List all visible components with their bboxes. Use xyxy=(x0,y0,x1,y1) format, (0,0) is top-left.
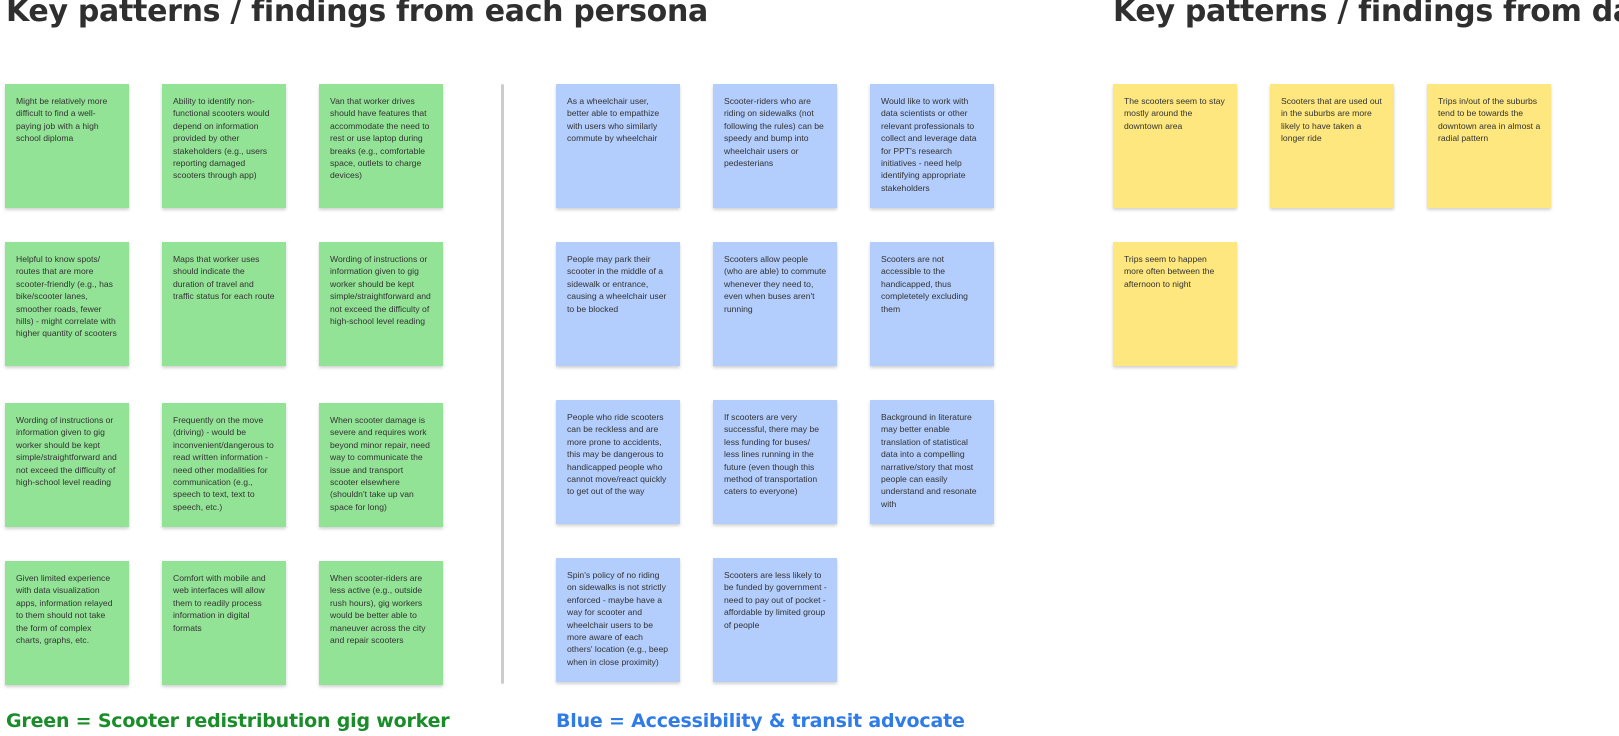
sticky-note-blue[interactable]: Scooters allow people (who are able) to … xyxy=(713,242,837,366)
sticky-note-yellow[interactable]: Scooters that are used out in the suburb… xyxy=(1270,84,1394,208)
legend-green: Green = Scooter redistribution gig worke… xyxy=(6,710,450,732)
sticky-note-blue[interactable]: Spin's policy of no riding on sidewalks … xyxy=(556,558,680,682)
sticky-note-yellow[interactable]: Trips in/out of the suburbs tend to be t… xyxy=(1427,84,1551,208)
data-findings-heading: Key patterns / findings from data xyxy=(1113,0,1619,29)
sticky-note-green[interactable]: When scooter-riders are less active (e.g… xyxy=(319,561,443,685)
sticky-note-blue[interactable]: Scooters are less likely to be funded by… xyxy=(713,558,837,682)
sticky-note-blue[interactable]: If scooters are very successful, there m… xyxy=(713,400,837,524)
sticky-note-green[interactable]: Frequently on the move (driving) - would… xyxy=(162,403,286,527)
sticky-note-green[interactable]: Wording of instructions or information g… xyxy=(5,403,129,527)
sticky-note-blue[interactable]: Background in literature may better enab… xyxy=(870,400,994,524)
legend-blue: Blue = Accessibility & transit advocate xyxy=(556,710,965,732)
sticky-note-yellow[interactable]: The scooters seem to stay mostly around … xyxy=(1113,84,1237,208)
sticky-note-blue[interactable]: People who ride scooters can be reckless… xyxy=(556,400,680,524)
sticky-note-blue[interactable]: People may park their scooter in the mid… xyxy=(556,242,680,366)
sticky-note-blue[interactable]: Would like to work with data scientists … xyxy=(870,84,994,208)
sticky-note-green[interactable]: Maps that worker uses should indicate th… xyxy=(162,242,286,366)
sticky-note-green[interactable]: Might be relatively more difficult to fi… xyxy=(5,84,129,208)
section-divider xyxy=(501,84,504,684)
sticky-note-green[interactable]: Comfort with mobile and web interfaces w… xyxy=(162,561,286,685)
persona-findings-heading: Key patterns / findings from each person… xyxy=(6,0,708,29)
sticky-note-green[interactable]: Ability to identify non-functional scoot… xyxy=(162,84,286,208)
sticky-note-green[interactable]: Van that worker drives should have featu… xyxy=(319,84,443,208)
sticky-note-yellow[interactable]: Trips seem to happen more often between … xyxy=(1113,242,1237,366)
sticky-note-green[interactable]: When scooter damage is severe and requir… xyxy=(319,403,443,527)
sticky-note-blue[interactable]: Scooters are not accessible to the handi… xyxy=(870,242,994,366)
sticky-note-blue[interactable]: As a wheelchair user, better able to emp… xyxy=(556,84,680,208)
sticky-note-green[interactable]: Wording of instructions or information g… xyxy=(319,242,443,366)
sticky-note-green[interactable]: Helpful to know spots/ routes that are m… xyxy=(5,242,129,366)
sticky-note-blue[interactable]: Scooter-riders who are riding on sidewal… xyxy=(713,84,837,208)
sticky-note-green[interactable]: Given limited experience with data visua… xyxy=(5,561,129,685)
